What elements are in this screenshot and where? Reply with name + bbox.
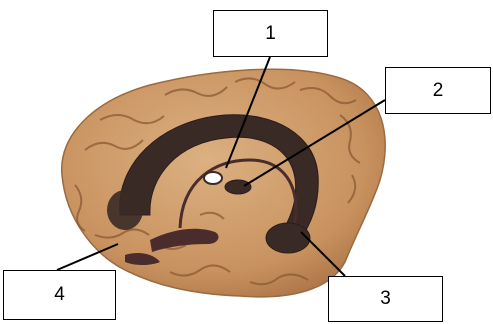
label-text-2: 2 bbox=[433, 80, 444, 102]
label-text-4: 4 bbox=[54, 284, 65, 306]
label-box-2: 2 bbox=[385, 67, 491, 114]
label-text-3: 3 bbox=[380, 288, 391, 310]
label-box-4: 4 bbox=[3, 270, 116, 320]
label-text-1: 1 bbox=[265, 23, 276, 45]
structure-3 bbox=[266, 223, 310, 253]
label-box-1: 1 bbox=[213, 10, 328, 57]
brain-hemisphere bbox=[62, 69, 385, 297]
structure-4 bbox=[107, 190, 143, 230]
label-box-3: 3 bbox=[328, 276, 443, 322]
structure-1 bbox=[204, 172, 222, 184]
structure-2 bbox=[225, 180, 251, 194]
